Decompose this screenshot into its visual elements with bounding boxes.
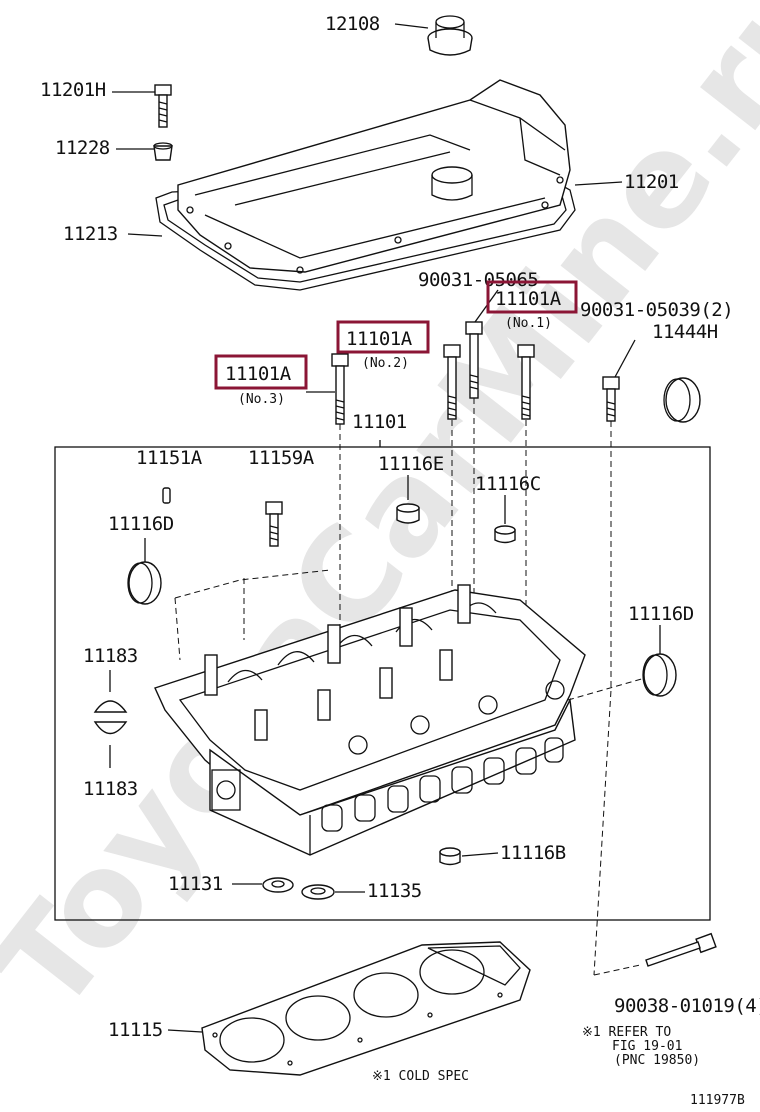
plug-11116d-right[interactable] <box>642 653 677 697</box>
label-bolt-01019[interactable]: 90038-01019(4) <box>614 995 760 1017</box>
cylinder-head-cover[interactable] <box>155 79 576 291</box>
seal-11131[interactable] <box>262 877 294 893</box>
label-seal-washer[interactable]: 11228 <box>55 137 110 159</box>
ref-note-line3: (PNC 19850) <box>614 1053 700 1068</box>
label-bolt-11159a[interactable]: 11159A <box>248 447 315 469</box>
cylinder-head[interactable] <box>154 584 586 856</box>
head-assembly-frame <box>54 446 711 921</box>
label-head-assy[interactable]: 11101 <box>352 411 407 433</box>
plug-11116b[interactable] <box>439 847 461 866</box>
head-bolt-no2[interactable] <box>443 344 461 420</box>
plug-11116e[interactable] <box>396 503 420 524</box>
label-oil-cap[interactable]: 12108 <box>325 13 380 35</box>
label-bolt-no3[interactable]: 11101A <box>225 363 292 385</box>
label-seal-11131[interactable]: 11131 <box>168 873 223 895</box>
highlight-bolt-no3 <box>214 354 308 390</box>
label-stud-05065[interactable]: 90031-05065 <box>418 269 539 291</box>
stud-bolt-05039[interactable] <box>602 376 620 422</box>
head-bolt-no3[interactable] <box>331 353 349 425</box>
label-plug-11116d-right[interactable]: 11116D <box>628 603 694 625</box>
label-head-gasket[interactable]: 11115 <box>108 1019 163 1041</box>
valve-keeper-top[interactable] <box>93 700 128 713</box>
label-cover-bolt[interactable]: 11201H <box>40 79 106 101</box>
plug-11444h[interactable] <box>663 377 701 423</box>
highlight-bolt-no2 <box>336 320 430 354</box>
label-plug-11116d-left[interactable]: 11116D <box>108 513 174 535</box>
highlight-bolt-no1 <box>486 280 578 314</box>
label-guide-bottom[interactable]: 11183 <box>83 778 138 800</box>
cover-bolt[interactable] <box>154 84 172 128</box>
bolt-90038-01019[interactable] <box>645 932 717 967</box>
cylinder-head-gasket[interactable] <box>201 941 531 1076</box>
pin-11151a[interactable] <box>162 487 171 504</box>
label-plug-11444h[interactable]: 11444H <box>652 321 718 343</box>
label-plug-11116c[interactable]: 11116C <box>475 473 541 495</box>
label-plug-11116e[interactable]: 11116E <box>378 453 444 475</box>
ref-note-line1: ※1 REFER TO <box>582 1025 671 1040</box>
label-bolt-no1[interactable]: 11101A <box>495 288 562 310</box>
diagram-id: 111977B <box>690 1093 745 1108</box>
label-bolt-no3-sub: (No.3) <box>238 392 285 407</box>
plug-11116c[interactable] <box>494 525 516 544</box>
label-bolt-no1-sub: (No.1) <box>505 316 552 331</box>
label-bolt-no2-sub: (No.2) <box>362 356 409 371</box>
cover-seal-washer[interactable] <box>153 142 173 161</box>
label-seal-11135[interactable]: 11135 <box>367 880 422 902</box>
bolt-11159a[interactable] <box>265 501 283 547</box>
label-guide-top[interactable]: 11183 <box>83 645 138 667</box>
cold-spec-note: ※1 COLD SPEC <box>372 1069 469 1084</box>
valve-keeper-bottom[interactable] <box>93 721 128 735</box>
head-bolt-no1[interactable] <box>517 344 535 420</box>
label-cover-gasket[interactable]: 11213 <box>63 223 118 245</box>
label-stud-05039[interactable]: 90031-05039(2) <box>580 299 734 321</box>
label-pin-11151a[interactable]: 11151A <box>136 447 203 469</box>
label-plug-11116b[interactable]: 11116B <box>500 842 566 864</box>
plug-11116d-left[interactable] <box>127 561 162 605</box>
ref-note-line2: FIG 19-01 <box>612 1039 682 1054</box>
seal-11135[interactable] <box>301 884 335 900</box>
oil-filler-cap[interactable] <box>427 15 473 56</box>
label-bolt-no2[interactable]: 11101A <box>346 328 413 350</box>
label-head-cover[interactable]: 11201 <box>624 171 679 193</box>
